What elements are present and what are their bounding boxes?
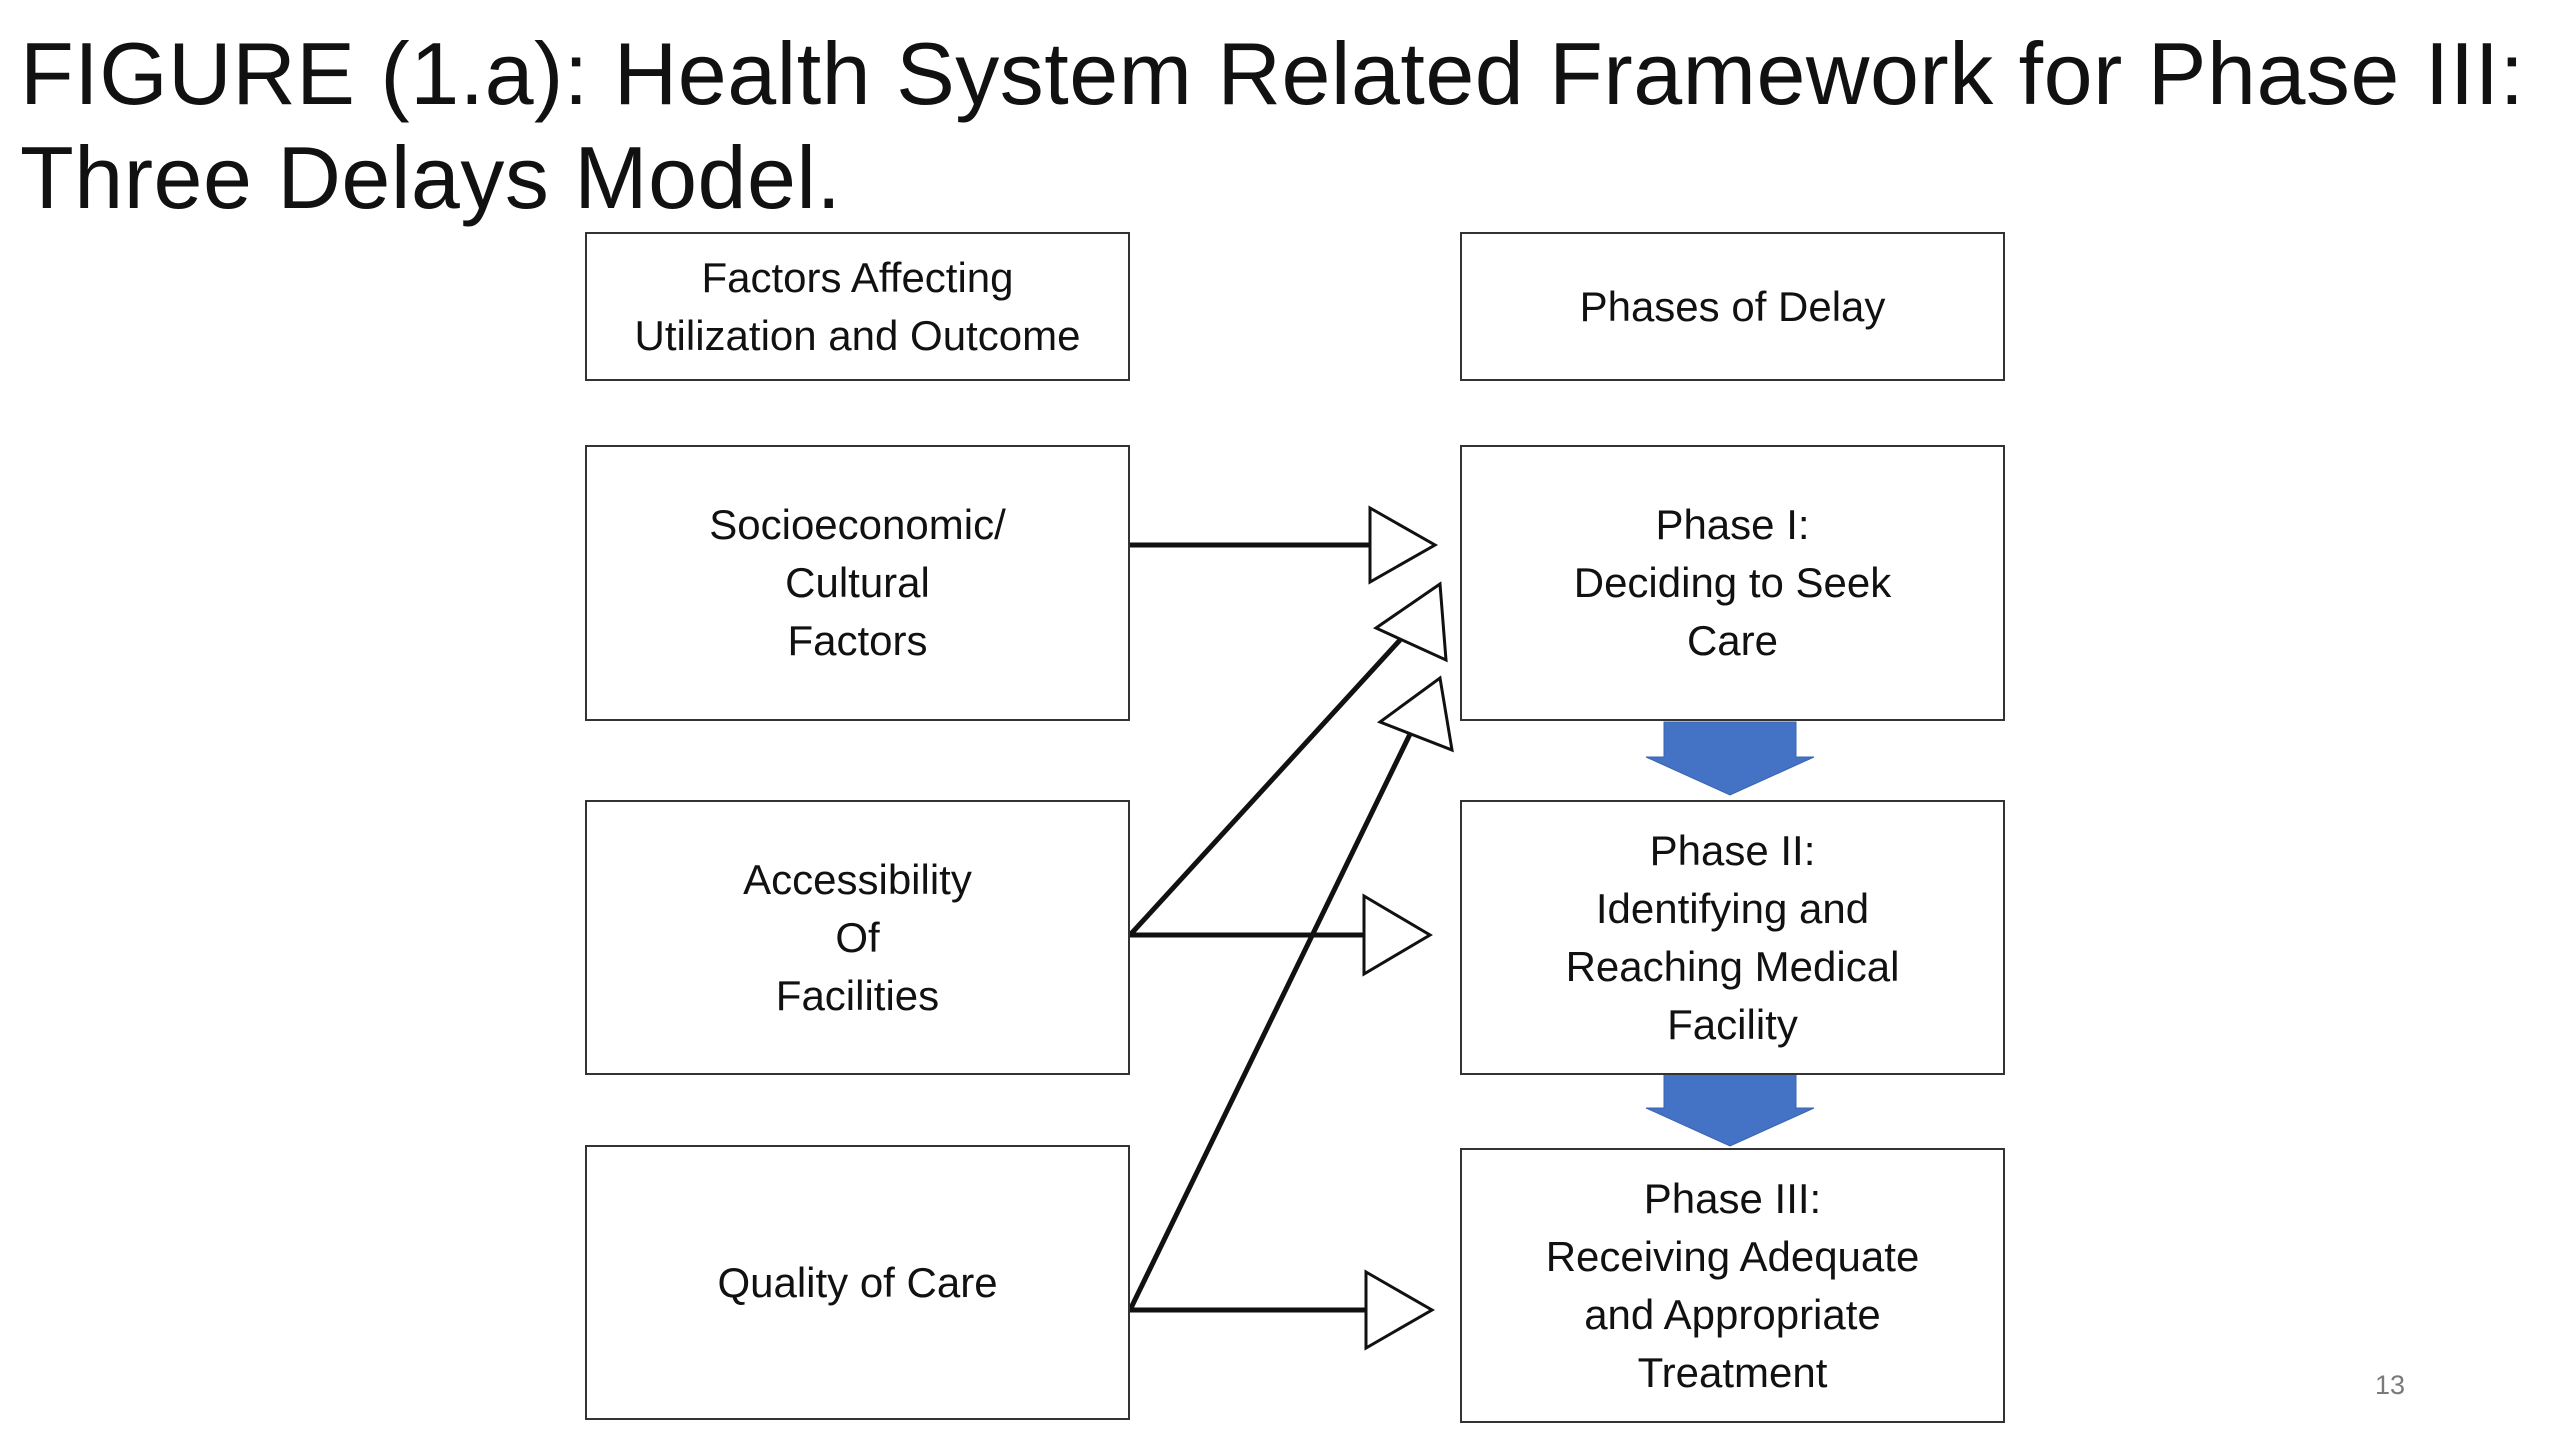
phases-header-text: Phases of Delay xyxy=(1580,278,1886,336)
phase-line: and Appropriate xyxy=(1584,1290,1881,1338)
phase-line: Phase I: xyxy=(1655,501,1810,548)
phase-text-2: Phase II: Identifying and Reaching Medic… xyxy=(1566,822,1900,1054)
phase-text-1: Phase I: Deciding to Seek Care xyxy=(1574,496,1892,670)
phase-line: Deciding to Seek xyxy=(1573,559,1892,606)
phase-box-2: Phase II: Identifying and Reaching Medic… xyxy=(1460,800,2005,1075)
phases-header-box: Phases of Delay xyxy=(1460,232,2005,381)
arrowhead-accessibility-to-phase-2 xyxy=(1362,893,1433,977)
phase-line: Reaching Medical xyxy=(1565,942,1900,990)
factors-header-box: Factors Affecting Utilization and Outcom… xyxy=(585,232,1130,381)
arrowhead-socioeconomic-to-phase-1 xyxy=(1368,505,1439,585)
factors-header-line: Factors Affecting xyxy=(701,253,1014,301)
arrowhead-accessibility-to-phase-1 xyxy=(1372,581,1448,663)
factor-line: Socioeconomic/ xyxy=(709,501,1006,548)
factors-header-line: Utilization and Outcome xyxy=(634,311,1081,359)
factor-box-socioeconomic: Socioeconomic/ Cultural Factors xyxy=(585,445,1130,721)
phase-line: Phase III: xyxy=(1643,1174,1822,1222)
factor-line: Factors xyxy=(787,617,928,664)
arrowhead-quality-to-phase-1 xyxy=(1376,675,1454,753)
title-line-2: Three Delays Model. xyxy=(20,128,842,227)
phase-line: Phase II: xyxy=(1649,826,1816,874)
phase-box-1: Phase I: Deciding to Seek Care xyxy=(1460,445,2005,721)
connector-accessibility-to-phase-1 xyxy=(1128,638,1402,937)
slide-title: FIGURE (1.a): Health System Related Fram… xyxy=(20,22,2540,230)
factor-text-quality: Quality of Care xyxy=(717,1254,997,1312)
factor-text-socioeconomic: Socioeconomic/ Cultural Factors xyxy=(709,496,1005,670)
title-line-1: FIGURE (1.a): Health System Related Fram… xyxy=(20,24,2525,123)
factor-box-accessibility: Accessibility Of Facilities xyxy=(585,800,1130,1075)
factor-line: Quality of Care xyxy=(717,1258,998,1306)
factor-line: Of xyxy=(835,913,880,961)
factor-line: Facilities xyxy=(775,971,940,1019)
arrowhead-quality-to-phase-3 xyxy=(1364,1269,1436,1351)
factor-line: Accessibility xyxy=(743,855,972,903)
factors-header-text: Factors Affecting Utilization and Outcom… xyxy=(635,249,1081,365)
phase-line: Facility xyxy=(1667,1000,1798,1048)
flow-arrow-phase-2-to-phase-3 xyxy=(1645,1072,1815,1147)
phase-line: Treatment xyxy=(1637,1348,1828,1396)
page-number: 13 xyxy=(2374,1370,2406,1400)
phase-line: Receiving Adequate xyxy=(1545,1232,1920,1280)
factor-text-accessibility: Accessibility Of Facilities xyxy=(743,851,972,1025)
phase-text-3: Phase III: Receiving Adequate and Approp… xyxy=(1546,1170,1920,1402)
phases-header-line: Phases of Delay xyxy=(1579,282,1886,330)
connector-quality-to-phase-1 xyxy=(1127,728,1415,1312)
factor-box-quality: Quality of Care xyxy=(585,1145,1130,1420)
flow-arrow-phase-1-to-phase-2 xyxy=(1645,721,1815,796)
factor-line: Cultural xyxy=(785,559,930,606)
phase-box-3: Phase III: Receiving Adequate and Approp… xyxy=(1460,1148,2005,1423)
phase-line: Care xyxy=(1686,617,1779,664)
phase-line: Identifying and xyxy=(1595,884,1870,932)
